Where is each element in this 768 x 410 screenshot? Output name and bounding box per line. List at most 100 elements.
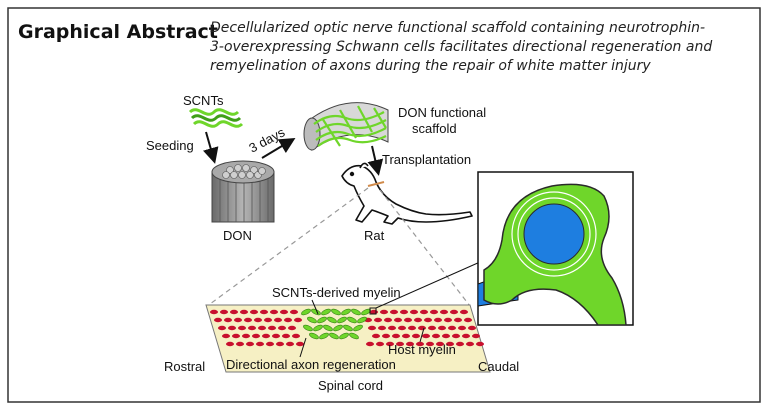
host-myelin-segment	[270, 309, 278, 315]
subtitle-line-2: 3-overexpressing Schwann cells facilitat…	[210, 39, 712, 55]
zoom-connector	[375, 261, 481, 309]
host-myelin-segment	[240, 309, 248, 315]
host-myelin-segment	[264, 317, 272, 323]
host-myelin-segment	[226, 341, 234, 347]
host-myelin-segment	[468, 325, 476, 331]
scnts-myelin-segment	[301, 308, 311, 316]
host-myelin-segment	[266, 341, 274, 347]
scnts-myelin-segment	[307, 316, 317, 324]
host-myelin-segment	[454, 317, 462, 323]
scnts-myelin-segment	[317, 316, 327, 324]
label-don-scaffold-2: scaffold	[412, 121, 457, 136]
host-myelin-segment	[460, 309, 468, 315]
label-directional-regen: Directional axon regeneration	[226, 357, 396, 372]
host-myelin-segment	[268, 325, 276, 331]
host-myelin-segment	[372, 333, 380, 339]
scnts-myelin-segment	[357, 316, 367, 324]
host-myelin-segment	[416, 341, 424, 347]
scnts-myelin-segment	[353, 324, 363, 332]
label-don-scaffold-1: DON functional	[398, 105, 486, 120]
host-myelin-segment	[396, 341, 404, 347]
host-myelin-segment	[254, 317, 262, 323]
host-myelin-segment	[234, 317, 242, 323]
scnts-myelin-segment	[347, 316, 357, 324]
host-myelin-segment	[246, 341, 254, 347]
scnts-myelin-segment	[329, 332, 339, 340]
host-myelin-segment	[252, 333, 260, 339]
host-myelin-segment	[232, 333, 240, 339]
host-myelin-segment	[418, 325, 426, 331]
host-myelin-segment	[428, 325, 436, 331]
host-myelin-segment	[436, 341, 444, 347]
host-myelin-segment	[230, 309, 238, 315]
host-myelin-segment	[238, 325, 246, 331]
host-myelin-segment	[384, 317, 392, 323]
label-rostral: Rostral	[164, 359, 205, 374]
host-myelin-segment	[262, 333, 270, 339]
host-myelin-segment	[210, 309, 218, 315]
host-myelin-segment	[456, 341, 464, 347]
host-myelin-segment	[380, 309, 388, 315]
arrow-3-days	[261, 137, 296, 159]
subtitle-line-1: Decellularized optic nerve functional sc…	[210, 20, 705, 36]
host-myelin-segment	[434, 317, 442, 323]
label-spinal-cord: Spinal cord	[318, 378, 383, 393]
host-myelin-segment	[382, 333, 390, 339]
host-myelin-segment	[392, 333, 400, 339]
host-myelin-segment	[258, 325, 266, 331]
don-functional-scaffold-icon	[303, 102, 389, 151]
scnts-myelin-segment	[337, 316, 347, 324]
label-rat: Rat	[364, 228, 385, 243]
host-myelin-segment	[438, 325, 446, 331]
scnts-icon	[188, 108, 244, 128]
scnts-myelin-segment	[321, 308, 331, 316]
host-myelin-segment	[256, 341, 264, 347]
host-myelin-segment	[432, 333, 440, 339]
host-myelin-segment	[280, 309, 288, 315]
pointer-host-myelin	[419, 327, 425, 343]
don-cylinder-icon	[211, 160, 275, 223]
host-myelin-segment	[236, 341, 244, 347]
host-myelin-segment	[288, 325, 296, 331]
zoom-marker	[369, 307, 377, 315]
host-myelin-segment	[426, 341, 434, 347]
host-myelin-segment	[220, 309, 228, 315]
host-myelin-segment	[412, 333, 420, 339]
scnts-myelin-segment	[349, 332, 359, 340]
host-myelin-segment	[292, 333, 300, 339]
host-myelin-segment	[424, 317, 432, 323]
host-myelin-segment	[390, 309, 398, 315]
pointer-directional-regen	[299, 337, 307, 358]
host-myelin-segment	[472, 333, 480, 339]
injury-site	[367, 181, 385, 187]
host-myelin-segment	[218, 325, 226, 331]
host-myelin-segment	[250, 309, 258, 315]
scnts-myelin-segment	[319, 332, 329, 340]
scnts-myelin-segment	[351, 308, 361, 316]
host-myelin-segment	[402, 333, 410, 339]
page-title: Graphical Abstract	[18, 21, 218, 43]
label-host-myelin: Host myelin	[388, 342, 456, 357]
host-myelin-segment	[224, 317, 232, 323]
host-myelin-segment	[476, 341, 484, 347]
scnts-myelin-segment	[313, 324, 323, 332]
host-myelin-segment	[214, 317, 222, 323]
inset-myelinated-axon	[477, 171, 634, 326]
host-myelin-segment	[444, 317, 452, 323]
host-myelin-segment	[422, 333, 430, 339]
host-myelin-rows	[210, 309, 484, 347]
host-myelin-segment	[378, 325, 386, 331]
host-myelin-segment	[282, 333, 290, 339]
arrow-transplantation	[367, 145, 384, 176]
label-scnts-myelin: SCNTs-derived myelin	[272, 285, 401, 300]
host-myelin-segment	[228, 325, 236, 331]
host-myelin-segment	[366, 341, 374, 347]
host-myelin-segment	[414, 317, 422, 323]
label-don: DON	[223, 228, 252, 243]
host-myelin-segment	[248, 325, 256, 331]
host-myelin-segment	[452, 333, 460, 339]
host-myelin-segment	[450, 309, 458, 315]
host-myelin-segment	[278, 325, 286, 331]
host-myelin-segment	[260, 309, 268, 315]
